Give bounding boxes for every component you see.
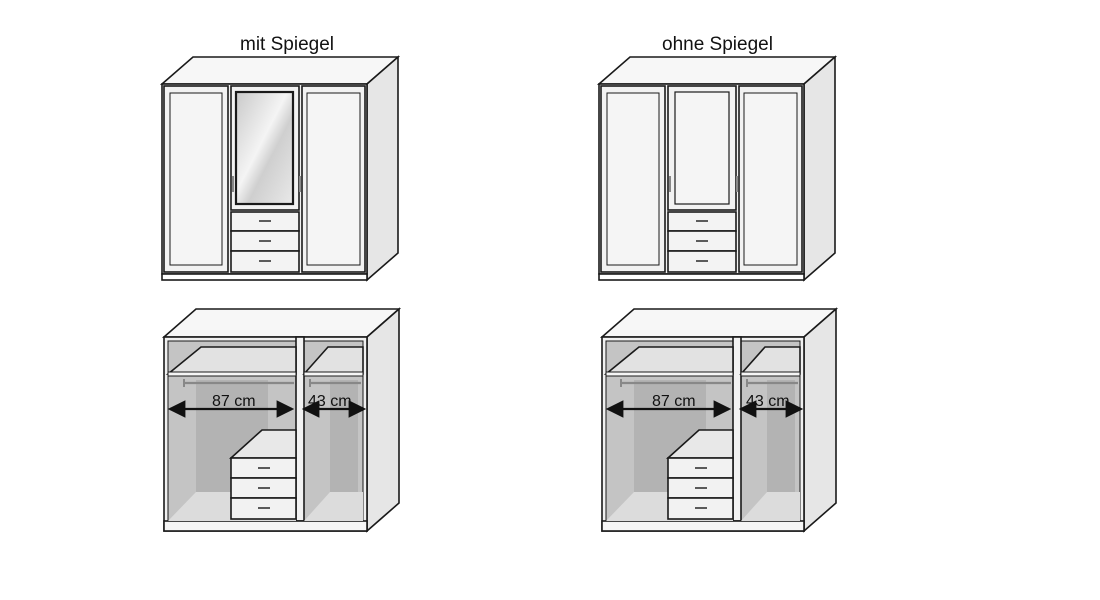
wardrobe-closed-without-mirror — [596, 55, 838, 282]
dimension-label-large: 87 cm — [652, 393, 696, 410]
caption-without-mirror: ohne Spiegel — [662, 34, 773, 55]
wardrobe-closed-with-mirror — [159, 55, 401, 282]
dimension-label-small: 43 cm — [308, 393, 352, 410]
wardrobe-interior-right — [599, 307, 839, 533]
dimension-label-large: 87 cm — [212, 393, 256, 410]
dimension-label-small: 43 cm — [746, 393, 790, 410]
mirror — [234, 90, 295, 206]
caption-with-mirror: mit Spiegel — [240, 34, 334, 55]
wardrobe-interior-left — [161, 307, 402, 533]
